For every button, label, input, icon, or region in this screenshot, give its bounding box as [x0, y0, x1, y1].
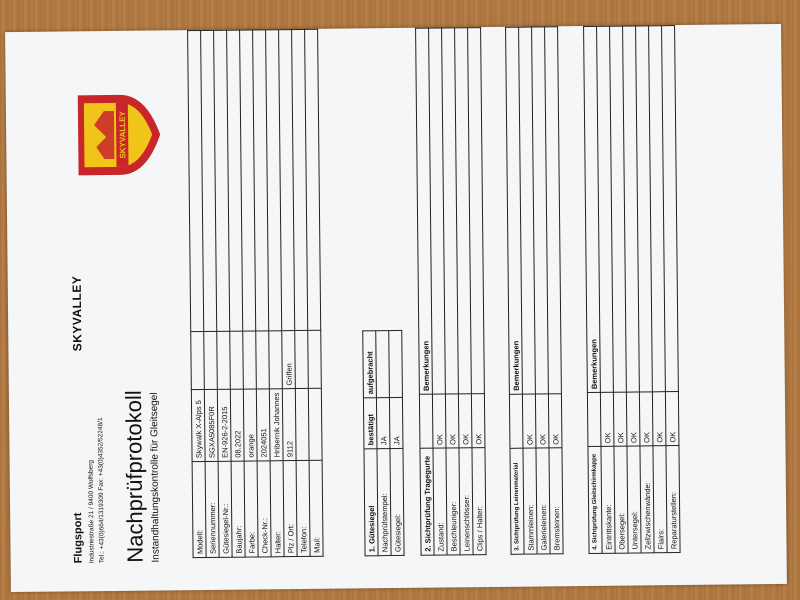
row-value: Hribernik Johannes [269, 389, 284, 461]
column-header: aufgebracht [362, 330, 377, 398]
row-value: JA [376, 397, 390, 449]
row-value [295, 388, 310, 461]
row-value: 9112 [282, 388, 297, 461]
row-value [216, 331, 231, 390]
row-label: Gütesiegel-Nr.: [218, 461, 233, 558]
row-value [203, 331, 218, 390]
row-value: orange [243, 389, 258, 462]
row-value: OK [458, 393, 472, 449]
row-label: Eintrittskante: [600, 446, 616, 554]
row-label: Baujahr: [231, 461, 246, 558]
document-subtitle: Instandhaltungskontrolle für Gleitsegel [148, 392, 162, 563]
row-label: Reparaturstellen: [665, 446, 681, 553]
row-label: Zellzwischenwände: [639, 446, 655, 553]
row-label: Stammleinen: [522, 448, 538, 555]
row-label: Galerieleinen: [535, 448, 551, 555]
row-value: OK [522, 394, 536, 449]
row-value: OK [665, 391, 679, 447]
company-name: Flugsport [72, 512, 85, 564]
column-header: bestätigt [363, 397, 377, 449]
document-title: Nachprüfprotokoll [120, 390, 148, 563]
document-page: Flugsport Industriestraße 21 / 9400 Wolf… [5, 24, 787, 592]
row-value [190, 331, 205, 391]
section-heading: 3. Sichtprüfung Leinenmaterial [509, 448, 525, 555]
row-label: Halter: [270, 460, 285, 557]
row-value: OK [652, 391, 666, 447]
row-value [294, 330, 309, 389]
row-value: JA [389, 397, 403, 449]
row-value: EN-926-2-2015 [217, 389, 232, 462]
company-address: Industriestraße 21 / 9400 Wolfsberg [87, 459, 96, 564]
section-heading: 2. Sichtprüfung Tragegurte [419, 448, 435, 556]
column-header [587, 392, 601, 447]
row-label: Modell: [192, 461, 207, 558]
row-value [255, 330, 270, 390]
row-value: SGXA5085F0R [204, 389, 219, 462]
row-value: OK [548, 393, 562, 449]
row-label: Gütesiegel: [389, 448, 405, 556]
row-label: Farbe: [244, 461, 259, 558]
brand-name: SKYVALLEY [69, 275, 85, 352]
row-label: Seriennummer: [205, 461, 220, 558]
row-value [229, 331, 244, 390]
row-blank [304, 29, 321, 331]
row-value: OK [639, 392, 653, 447]
row-label: Mail: [309, 460, 324, 557]
row-remark [544, 26, 562, 394]
paper-sheet: Flugsport Industriestraße 21 / 9400 Wolf… [5, 23, 787, 593]
row-label: Flairs: [652, 446, 668, 553]
row-label: Nachprüfstempel: [376, 448, 392, 556]
row-value [308, 388, 323, 461]
row-label: Telefon: [296, 460, 311, 557]
row-label: Obersegel: [613, 446, 629, 554]
row-label: Bremsleinen: [548, 448, 564, 554]
row-label: Clips / Halter: [471, 448, 487, 555]
row-value: OK [613, 392, 627, 447]
row-label: Zustand: [432, 448, 448, 556]
row-label: Beschleuniger: [445, 448, 461, 555]
logo-text: SKYVALLEY [118, 110, 128, 158]
section-heading: 4. Sichtprüfung Gleitschirmkappe [587, 446, 603, 554]
skyvalley-logo-icon: SKYVALLEY [77, 94, 161, 176]
row-label: Plz / Ort: [283, 460, 298, 557]
row-value [375, 330, 390, 398]
column-header [509, 394, 523, 449]
row-value [242, 330, 257, 390]
row-value: 2024051 [256, 389, 271, 462]
row-remark [661, 25, 679, 392]
row-value: 08.2022 [230, 389, 245, 462]
row-label: Untersegel: [626, 446, 642, 554]
column-header [419, 394, 433, 449]
row-value: OK [600, 392, 614, 447]
row-value: OK [626, 392, 640, 447]
table-row: Gütesiegel: JA [388, 330, 405, 556]
row-label: Leinenschlösser: [458, 448, 474, 555]
company-contact: Tel.: +43(0)664/1319309 Fax: +43(0)4352/… [97, 417, 106, 564]
row-value: OK [471, 393, 485, 449]
row-value: OK [432, 394, 446, 449]
row-value [388, 330, 403, 398]
guetesiegel-table: 1. Gütesiegel bestätigt aufgebracht Nach… [362, 330, 405, 556]
row-remark [467, 27, 485, 394]
row-value: Griffen [281, 330, 296, 390]
row-value: OK [445, 394, 459, 449]
row-value [307, 330, 322, 389]
row-label: Check-Nr.: [257, 460, 272, 557]
row-value: Skywalk X-Alps 5 [191, 389, 206, 462]
row-value: OK [535, 393, 549, 449]
section-heading: 1. Gütesiegel [363, 448, 379, 556]
row-value [268, 330, 283, 390]
